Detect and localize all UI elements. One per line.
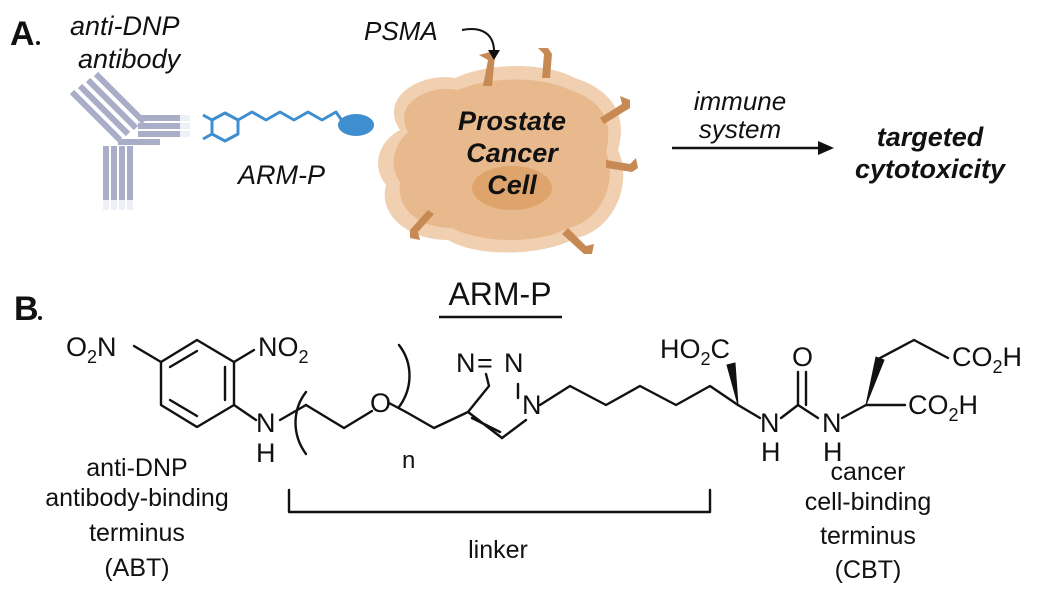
cbt-caption: cancer cell-binding terminus (CBT)	[805, 458, 931, 584]
panel-a-label: A	[10, 15, 35, 53]
abt-line3: terminus	[89, 519, 185, 547]
cbt-line3: terminus	[820, 522, 916, 550]
urea-atom-o: O	[792, 342, 813, 372]
co2h-top-subscript: 2	[993, 357, 1003, 377]
chemical-structure-atoms: O2N NO2 N H O n N = N N HO2C O N H N H C…	[66, 332, 1022, 474]
psma-arrow	[461, 28, 496, 55]
co2h-bottom-subscript: 2	[949, 405, 959, 425]
cell-label-line3: Cell	[487, 170, 537, 200]
o2n-atom-n: N	[97, 332, 117, 362]
o2n-atom-o: O	[66, 332, 87, 362]
urea-atom-h2: H	[823, 437, 843, 467]
immune-arrow-head	[818, 141, 834, 155]
cell-nucleus-icon	[472, 166, 552, 210]
ether-atom-o: O	[370, 388, 391, 418]
abt-line2: antibody-binding	[45, 484, 228, 512]
arm-p-ligand-icon	[338, 114, 374, 136]
abt-line4: (ABT)	[104, 554, 169, 582]
o2n-subscript: 2	[87, 347, 97, 367]
nh-atom-n: N	[256, 408, 276, 438]
nh-atom-h: H	[256, 438, 276, 468]
no2-subscript: 2	[299, 347, 309, 367]
ho2c-subscript: 2	[701, 349, 711, 369]
cbt-line4: (CBT)	[835, 556, 902, 584]
svg-text:O2N: O2N	[66, 332, 117, 367]
arm-p-molecule-icon	[202, 110, 374, 143]
prostate-cancer-cell-icon	[378, 48, 638, 254]
linker-label: linker	[468, 536, 528, 564]
co2h-top-atom-h: H	[1003, 342, 1023, 372]
result-line2: cytotoxicity	[855, 154, 1007, 184]
ho2c-atom-c: C	[711, 334, 731, 364]
triazole-n3: N	[522, 390, 542, 420]
antibody-icon	[69, 71, 190, 210]
co2h-top-atom-co: CO	[952, 342, 993, 372]
panel-a-label-dot	[36, 41, 40, 45]
svg-text:CO2H: CO2H	[908, 390, 978, 425]
svg-text:HO2C: HO2C	[660, 334, 730, 369]
cell-label-line2: Cancer	[466, 138, 559, 168]
cbt-line2: cell-binding	[805, 488, 931, 516]
triazole-n1: N	[456, 348, 476, 378]
arm-p-title: ARM-P	[448, 276, 551, 312]
svg-text:CO2H: CO2H	[952, 342, 1022, 377]
arrow-label-line1: immune	[694, 86, 786, 116]
panel-a: A anti-DNP antibody	[10, 11, 1007, 254]
result-line1: targeted	[877, 122, 984, 152]
urea-atom-n2: N	[822, 408, 842, 438]
panel-b-label-dot	[38, 316, 42, 320]
panel-b-label: B	[14, 290, 39, 328]
svg-text:NO2: NO2	[258, 332, 309, 367]
co2h-bottom-atom-co: CO	[908, 390, 949, 420]
panel-b: B ARM-P	[14, 276, 1022, 584]
abt-caption: anti-DNP antibody-binding terminus (ABT)	[45, 454, 228, 582]
urea-atom-h1: H	[761, 437, 781, 467]
co2h-bottom-atom-h: H	[959, 390, 979, 420]
antibody-label-line2: antibody	[78, 44, 182, 74]
abt-line1: anti-DNP	[86, 454, 187, 482]
antibody-label-line1: anti-DNP	[70, 11, 180, 41]
cbt-line1: cancer	[830, 458, 905, 486]
ho2c-atom-ho: HO	[660, 334, 701, 364]
cell-label-line1: Prostate	[458, 106, 566, 136]
repeat-n-subscript: n	[402, 447, 415, 474]
triazole-double-bond: =	[477, 348, 493, 378]
psma-arrow-head	[488, 50, 500, 60]
psma-receptor-icons	[410, 48, 638, 254]
psma-label: PSMA	[364, 16, 438, 46]
no2-atom: NO	[258, 332, 299, 362]
chemical-structure-bonds	[132, 338, 950, 514]
arrow-label-line2: system	[699, 114, 781, 144]
urea-atom-n1: N	[760, 408, 780, 438]
triazole-n2: N	[504, 348, 524, 378]
arm-p-label: ARM-P	[236, 160, 325, 190]
